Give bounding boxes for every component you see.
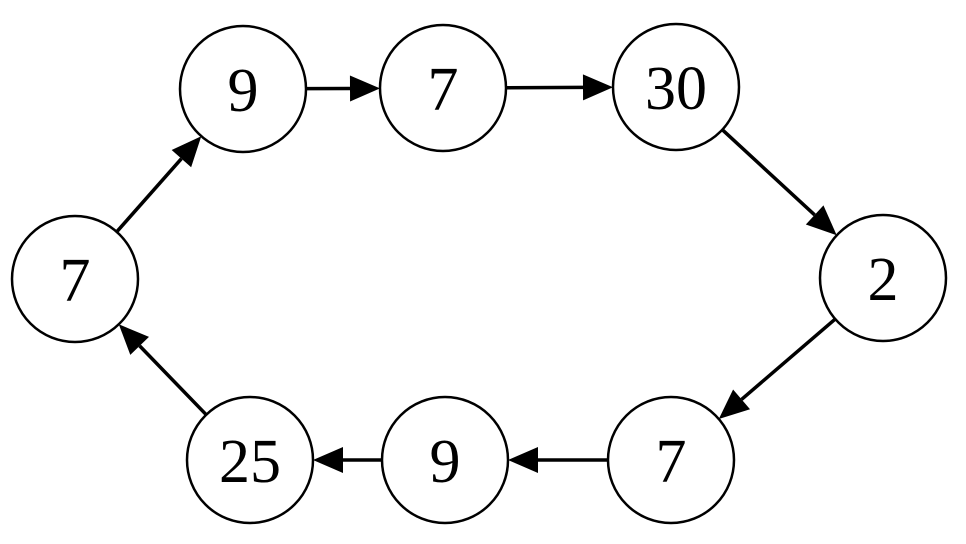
graph-node-n2: 30 [611, 22, 741, 152]
edge-arrowhead-icon [718, 389, 751, 419]
edge-arrowhead-icon [313, 447, 343, 473]
graph-node-n1: 7 [378, 23, 508, 153]
edge-arrowhead-icon [805, 205, 837, 236]
edge-line [115, 157, 183, 233]
node-label: 9 [430, 428, 461, 496]
node-label: 25 [219, 428, 281, 496]
edge-arrowhead-icon [582, 74, 614, 101]
node-label: 7 [60, 247, 91, 315]
node-circle [606, 395, 736, 525]
graph-node-n7: 7 [10, 214, 140, 344]
graph-edge-n1-n2 [505, 74, 614, 101]
graph-edge-n6-n7 [118, 324, 208, 416]
edge-arrowhead-icon [349, 75, 381, 102]
graph-node-n3: 2 [818, 213, 948, 343]
edge-arrowhead-icon [118, 324, 149, 355]
edge-line [721, 128, 816, 217]
graph-edge-n0-n1 [305, 75, 381, 102]
edge-arrowhead-icon [508, 447, 538, 473]
graph-edge-n4-n5 [508, 447, 608, 473]
graph-edge-n3-n4 [718, 317, 837, 419]
node-circle [611, 22, 741, 152]
edge-line [740, 317, 837, 401]
graph-node-n6: 25 [185, 395, 315, 525]
node-circle [185, 395, 315, 525]
graph-edge-n7-n0 [115, 136, 202, 233]
node-circle [818, 213, 948, 343]
node-label: 9 [228, 57, 259, 125]
edge-line [138, 344, 208, 416]
node-circle [380, 395, 510, 525]
graph-node-n4: 7 [606, 395, 736, 525]
node-label: 30 [645, 55, 707, 123]
graph-node-n0: 9 [178, 24, 308, 154]
node-label: 7 [428, 56, 459, 124]
node-label: 2 [868, 246, 899, 314]
node-label: 7 [656, 428, 687, 496]
node-circle [178, 24, 308, 154]
node-circle [378, 23, 508, 153]
edge-arrowhead-icon [171, 136, 202, 168]
graph-node-n5: 9 [380, 395, 510, 525]
graph-edge-n5-n6 [313, 447, 382, 473]
graph-edge-n2-n3 [721, 128, 837, 236]
node-circle [10, 214, 140, 344]
